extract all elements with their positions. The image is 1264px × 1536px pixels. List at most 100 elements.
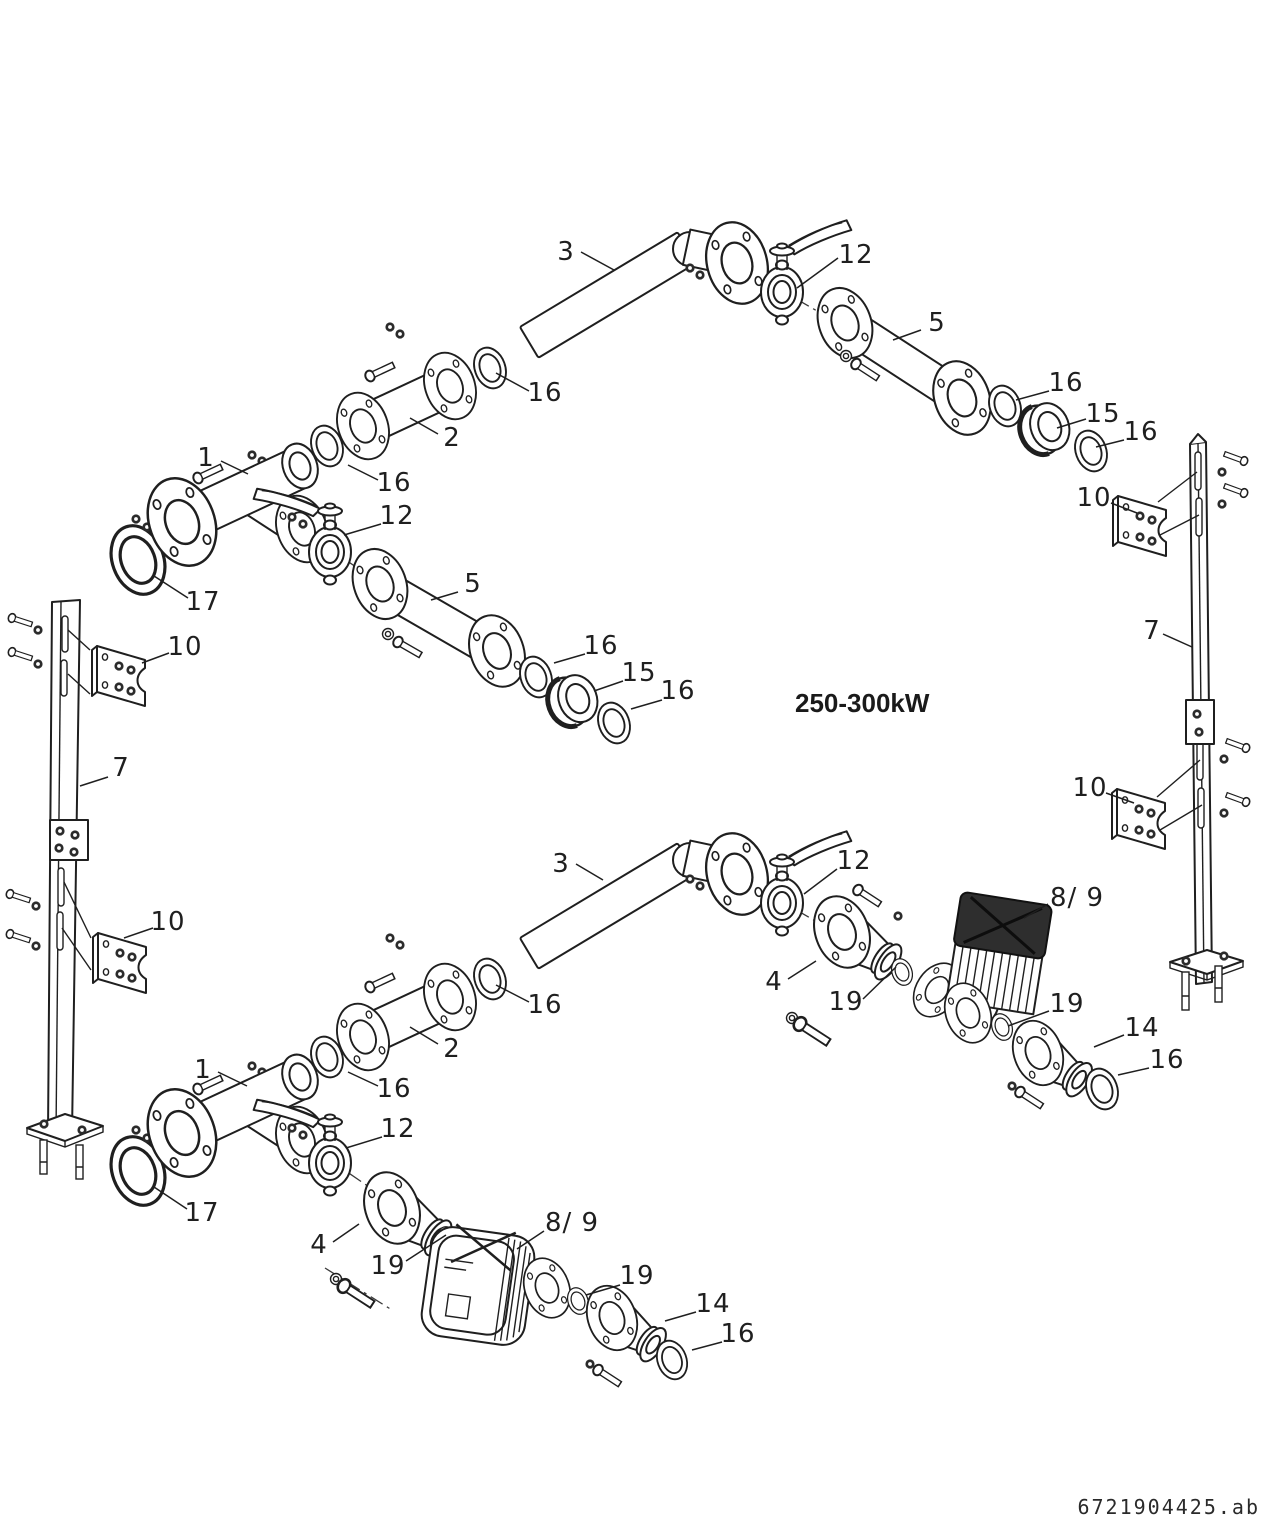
- callout-leader-b19d: [585, 1284, 621, 1296]
- callout-leader-b89b: [516, 1230, 545, 1250]
- callout-leader-b12b: [345, 1136, 383, 1149]
- callout-label-b12b: 12: [380, 1114, 415, 1144]
- callout-label-b3: 3: [552, 849, 570, 879]
- callout-leader-t16c: [495, 372, 530, 392]
- rail-bracket-10: [93, 933, 146, 993]
- callout-leader-b4a: [787, 960, 817, 980]
- callout-leader-t5b: [430, 591, 459, 601]
- callout-label-t10c: 10: [167, 632, 202, 662]
- callout-leader-b2: [409, 1026, 439, 1045]
- callout-leader-b14b: [664, 1311, 697, 1322]
- callout-leader-b19c: [405, 1234, 447, 1262]
- anchor-bolt: [75, 1144, 84, 1180]
- callout-leader-b16b: [495, 984, 530, 1003]
- callout-label-t5b: 5: [464, 569, 482, 599]
- callout-leader-b16a: [1117, 1067, 1150, 1076]
- callout-leader-b19b: [1007, 1010, 1050, 1027]
- callout-label-b89b: 8/ 9: [545, 1208, 599, 1238]
- callout-label-t15b: 15: [621, 658, 656, 688]
- left-mounting-rail-7: [4, 599, 146, 1180]
- callout-label-b1: 1: [194, 1055, 212, 1085]
- callout-label-t10a: 10: [1076, 483, 1111, 513]
- callout-label-t7b: 7: [112, 753, 130, 783]
- lower-assembly: [102, 824, 1125, 1390]
- callout-label-b2: 2: [443, 1034, 461, 1064]
- callout-label-t15a: 15: [1085, 399, 1120, 429]
- callout-leader-t12a: [796, 257, 839, 289]
- callout-label-b16d: 16: [720, 1319, 755, 1349]
- anchor-bolt: [1181, 971, 1190, 1011]
- callout-leader-t12b: [343, 523, 382, 536]
- callout-leader-t10b: [1105, 792, 1135, 804]
- circulation-pump-8-9-side: [903, 891, 1053, 1051]
- callout-leader-b3: [575, 863, 604, 881]
- gasket-16: [1068, 425, 1114, 477]
- callout-label-t1a: 1: [197, 443, 215, 473]
- callout-leader-t16a: [1015, 390, 1050, 401]
- callout-label-b19b: 19: [1049, 989, 1084, 1019]
- callout-leader-t16e: [553, 653, 586, 664]
- callout-label-t3: 3: [557, 237, 575, 267]
- callout-leader-t10c: [141, 652, 170, 664]
- anchor-bolt: [1214, 965, 1223, 1003]
- callout-leader-b16c: [347, 1071, 379, 1087]
- callout-label-t17a: 17: [185, 587, 220, 617]
- callout-label-t16c: 16: [527, 378, 562, 408]
- callout-leader-b17: [153, 1186, 188, 1210]
- callout-label-b16b: 16: [527, 990, 562, 1020]
- callout-label-t10b: 10: [1072, 773, 1107, 803]
- callout-label-t10d: 10: [150, 907, 185, 937]
- callout-leader-t16d: [347, 464, 379, 481]
- rail-bracket-10: [1113, 496, 1166, 556]
- callout-leader-t3: [580, 251, 615, 271]
- gasket-16: [591, 697, 637, 749]
- rail-splice-plate: [49, 819, 89, 861]
- callout-label-b89a: 8/ 9: [1050, 883, 1104, 913]
- bushing-15: [1013, 397, 1076, 461]
- variant-label: 250-300kW: [795, 688, 930, 718]
- callout-label-t12b: 12: [379, 501, 414, 531]
- callout-label-t12a: 12: [838, 240, 873, 270]
- callout-leader-b1: [217, 1071, 248, 1087]
- rail-splice-plate: [1185, 699, 1215, 745]
- callout-label-b14a: 14: [1124, 1013, 1159, 1043]
- callout-leader-b89a: [1023, 903, 1049, 919]
- callout-label-t7a: 7: [1143, 616, 1161, 646]
- callout-leader-t16b: [1095, 439, 1125, 448]
- callout-leader-t1a: [220, 460, 249, 475]
- callout-leader-t17a: [153, 575, 189, 599]
- callout-label-b14b: 14: [695, 1289, 730, 1319]
- callout-leader-t10a: [1110, 502, 1138, 514]
- callout-label-b17: 17: [184, 1198, 219, 1228]
- callout-label-b16c: 16: [376, 1074, 411, 1104]
- rail-bracket-10: [92, 646, 145, 706]
- callout-leader-t7a: [1162, 633, 1193, 648]
- callout-label-t5a: 5: [928, 308, 946, 338]
- callout-label-b19a: 19: [828, 987, 863, 1017]
- callout-label-b4b: 4: [310, 1230, 328, 1260]
- callout-leader-t15a: [1056, 418, 1087, 429]
- callout-leader-t15b: [593, 680, 624, 692]
- callout-label-t2a: 2: [443, 423, 461, 453]
- callout-leader-t2a: [409, 417, 439, 435]
- callout-label-t16b: 16: [1123, 417, 1158, 447]
- upper-assembly: [102, 213, 1114, 749]
- callout-label-t16d: 16: [376, 468, 411, 498]
- callout-label-t16f: 16: [660, 676, 695, 706]
- callout-leader-t10d: [123, 927, 154, 939]
- callout-label-b12a: 12: [836, 846, 871, 876]
- callout-leader-t16f: [630, 699, 663, 710]
- callout-leader-b16d: [691, 1341, 723, 1351]
- callout-leader-b19a: [862, 966, 897, 1000]
- document-code: 6721904425.ab: [1077, 1495, 1260, 1519]
- callout-label-t16a: 16: [1048, 368, 1083, 398]
- callout-leader-b4b: [332, 1223, 360, 1243]
- callout-label-t16e: 16: [583, 631, 618, 661]
- anchor-bolt: [39, 1139, 48, 1175]
- callout-leader-t5a: [892, 329, 922, 341]
- circulation-pump-8-9-front: [420, 1223, 580, 1346]
- callout-label-b19d: 19: [619, 1261, 654, 1291]
